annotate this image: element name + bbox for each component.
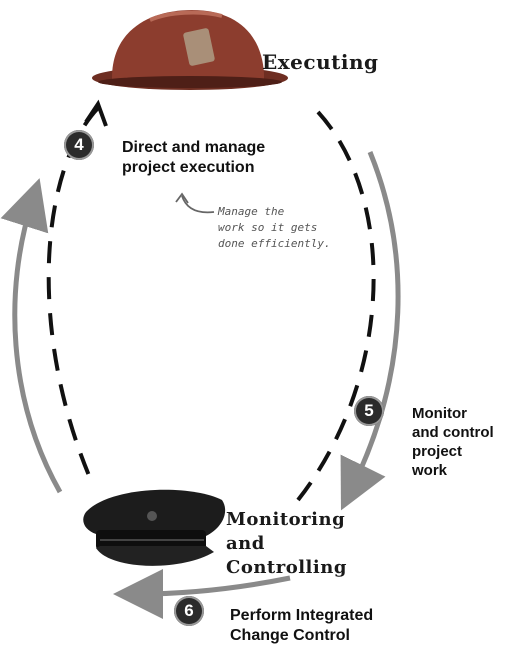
stage-label-monitoring-line2: Controlling [226, 557, 347, 578]
annotation-arrowhead [175, 192, 189, 204]
process-6-line1: Perform Integrated [230, 607, 374, 624]
process-5-line2: and control [412, 424, 494, 441]
process-6-line2: Change Control [230, 627, 350, 644]
stage-label-monitoring-line1: Monitoring and [226, 509, 346, 554]
dashed-loop-left [46, 106, 100, 479]
annotation-line3: done efficiently. [218, 237, 331, 250]
process-number-badge-6: 6 [174, 596, 204, 626]
process-number-badge-5: 5 [354, 396, 384, 426]
hard-hat-icon [92, 10, 288, 90]
annotation-line2: work so it gets [218, 221, 318, 234]
process-5-line4: work [412, 462, 448, 479]
annotation-line1: Manage the [218, 205, 285, 218]
gray-arrow-left [0, 178, 63, 494]
gray-arrow-right [340, 151, 401, 511]
process-5-line3: project [412, 443, 463, 460]
stage-label-monitoring: Monitoring and Controlling [226, 508, 386, 580]
process-label-direct-manage: Direct and manage project execution [122, 138, 342, 178]
police-cap-icon [83, 489, 226, 566]
process-number-badge-4: 4 [64, 130, 94, 160]
stage-label-executing: Executing [262, 50, 379, 74]
process-5-line1: Monitor [412, 405, 467, 422]
annotation-arrow [181, 195, 215, 214]
process-label-monitor-control: Monitor and control project work [412, 404, 512, 480]
dashed-loop-right [296, 110, 376, 502]
gray-arrow-bottom [113, 568, 291, 619]
annotation-note: Manage the work so it gets done efficien… [218, 204, 358, 252]
process-4-line2: project execution [122, 159, 255, 176]
process-4-line1: Direct and manage [122, 139, 266, 156]
process-label-integrated-change-control: Perform Integrated Change Control [230, 606, 480, 646]
dashed-loop-arrowhead [84, 99, 108, 127]
